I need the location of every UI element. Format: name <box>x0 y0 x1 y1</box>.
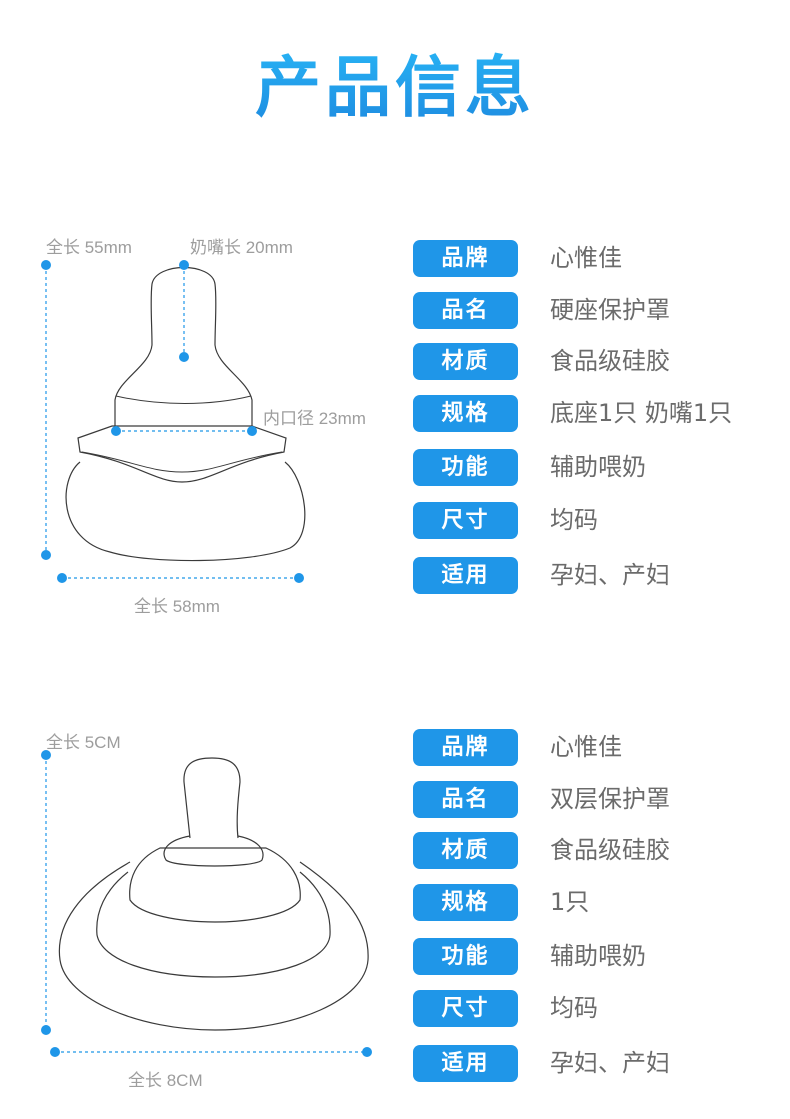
spec-value: 硬座保护罩 <box>550 296 670 324</box>
spec-row-size: 尺寸 均码 <box>413 502 773 539</box>
dim-dot <box>41 1025 51 1035</box>
dim-dot <box>362 1047 372 1057</box>
spec-value: 底座1只 奶嘴1只 <box>550 399 733 427</box>
spec-key: 功能 <box>413 938 518 975</box>
spec-row-material: 材质 食品级硅胶 <box>413 832 773 869</box>
product-1-section: 全长 55mm 奶嘴长 20mm 内口径 23mm 全长 58mm 品牌 心惟佳… <box>41 238 773 616</box>
dim-label-total-length: 全长 5CM <box>46 733 121 752</box>
dim-label-total-length: 全长 55mm <box>46 238 132 257</box>
spec-key: 尺寸 <box>413 502 518 539</box>
dim-label-total-width: 全长 58mm <box>134 597 220 616</box>
page-title: 产品信息 <box>0 48 790 128</box>
spec-key: 规格 <box>413 884 518 921</box>
dim-dot <box>294 573 304 583</box>
spec-value: 孕妇、产妇 <box>550 561 670 589</box>
spec-value: 均码 <box>550 994 598 1022</box>
dim-dot <box>111 426 121 436</box>
shield-base-outline <box>65 461 306 562</box>
spec-row-function: 功能 辅助喂奶 <box>413 938 773 975</box>
spec-value: 食品级硅胶 <box>550 836 670 864</box>
spec-row-function: 功能 辅助喂奶 <box>413 449 773 486</box>
spec-value: 心惟佳 <box>550 733 622 761</box>
flange-inner-line <box>81 451 283 473</box>
product-1-diagram <box>41 260 306 583</box>
spec-value: 辅助喂奶 <box>550 942 646 970</box>
spec-value: 1只 <box>550 888 590 916</box>
spec-row-specification: 规格 底座1只 奶嘴1只 <box>413 395 773 432</box>
upper-dome-outline <box>129 847 301 923</box>
spec-key: 品牌 <box>413 240 518 277</box>
spec-value: 孕妇、产妇 <box>550 1049 670 1077</box>
spec-key: 尺寸 <box>413 990 518 1027</box>
nipple-collar-outline <box>163 835 264 867</box>
middle-ring-outline <box>96 871 331 978</box>
dim-label-total-width: 全长 8CM <box>128 1071 203 1090</box>
spec-row-suitable-for: 适用 孕妇、产妇 <box>413 557 773 594</box>
spec-key: 材质 <box>413 832 518 869</box>
spec-row-brand: 品牌 心惟佳 <box>413 729 773 766</box>
nipple-ring-line <box>115 395 252 404</box>
spec-row-product-name: 品名 硬座保护罩 <box>413 292 773 329</box>
spec-value: 食品级硅胶 <box>550 347 670 375</box>
dim-dot <box>41 550 51 560</box>
dim-dot <box>247 426 257 436</box>
spec-key: 功能 <box>413 449 518 486</box>
dim-dot <box>179 352 189 362</box>
spec-row-material: 材质 食品级硅胶 <box>413 343 773 380</box>
spec-row-suitable-for: 适用 孕妇、产妇 <box>413 1045 773 1082</box>
spec-key: 适用 <box>413 557 518 594</box>
dim-dot <box>57 573 67 583</box>
dim-label-inner-diameter: 内口径 23mm <box>263 409 366 428</box>
product-2-diagram <box>41 750 372 1057</box>
spec-row-specification: 规格 1只 <box>413 884 773 921</box>
dim-label-nipple-length: 奶嘴长 20mm <box>190 238 293 257</box>
spec-row-product-name: 品名 双层保护罩 <box>413 781 773 818</box>
spec-key: 适用 <box>413 1045 518 1082</box>
dim-dot <box>179 260 189 270</box>
spec-key: 品名 <box>413 292 518 329</box>
outer-rim-outline <box>58 861 369 1031</box>
spec-value: 心惟佳 <box>550 244 622 272</box>
spec-value: 辅助喂奶 <box>550 453 646 481</box>
spec-key: 品名 <box>413 781 518 818</box>
spec-row-brand: 品牌 心惟佳 <box>413 240 773 277</box>
spec-value: 双层保护罩 <box>550 785 670 813</box>
spec-value: 均码 <box>550 506 598 534</box>
dim-dot <box>41 260 51 270</box>
spec-key: 品牌 <box>413 729 518 766</box>
dim-dot <box>41 750 51 760</box>
spec-row-size: 尺寸 均码 <box>413 990 773 1027</box>
spec-key: 规格 <box>413 395 518 432</box>
nipple-outline <box>183 757 241 839</box>
dim-dot <box>50 1047 60 1057</box>
spec-key: 材质 <box>413 343 518 380</box>
